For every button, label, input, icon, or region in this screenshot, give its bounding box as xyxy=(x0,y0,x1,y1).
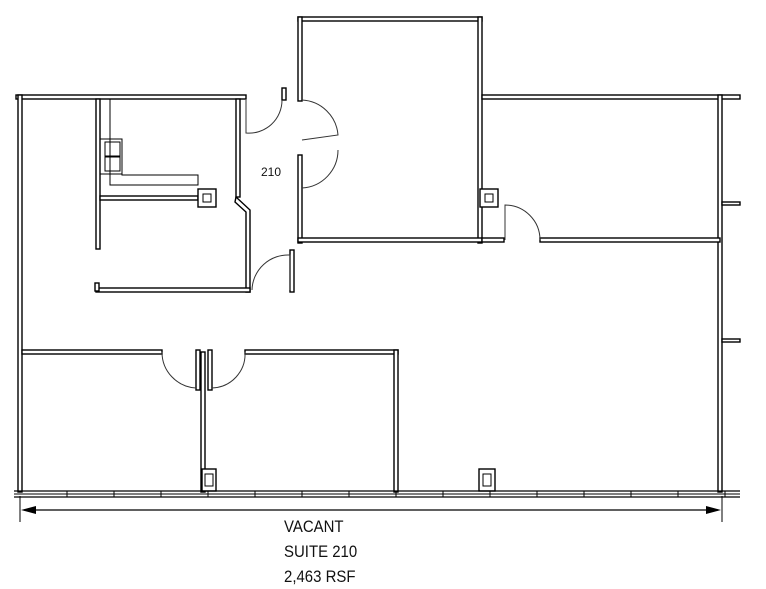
wall-stub xyxy=(195,349,201,391)
dimension-line xyxy=(19,496,723,522)
sink-basin xyxy=(104,156,121,172)
suite-number-label: SUITE 210 xyxy=(284,542,358,561)
door-swing xyxy=(504,204,541,241)
wall-entry-stub xyxy=(281,87,287,101)
status-label: VACANT xyxy=(284,517,344,536)
suite-label: VACANT SUITE 210 2,463 RSF xyxy=(284,514,357,589)
column xyxy=(479,188,499,208)
room-number-label: 210 xyxy=(261,165,282,179)
wall-central-room-left-upper xyxy=(297,16,303,102)
sink-basin xyxy=(104,141,121,157)
wall-stub xyxy=(721,201,741,206)
wall-central-room-bottom xyxy=(297,237,483,243)
wall-office-right xyxy=(393,349,399,493)
wall-stub xyxy=(94,282,100,292)
door-swing xyxy=(245,99,283,134)
wall-entry xyxy=(289,249,295,293)
wall-right-room-bottom xyxy=(539,237,721,243)
wall-kitchen-angled xyxy=(234,195,251,293)
wall-central-room-top xyxy=(297,16,483,22)
wall-right-room-bottom-left xyxy=(481,237,505,243)
wall-top-left xyxy=(15,94,247,100)
wall-kitchen-left xyxy=(95,98,101,250)
kitchen-counter xyxy=(109,99,199,186)
wall-office-top-left xyxy=(21,349,163,355)
wall-right xyxy=(717,94,723,493)
wall-kitchen-lower xyxy=(95,287,251,293)
wall-stub xyxy=(207,349,213,391)
wall-central-room-left-lower xyxy=(297,154,303,244)
window-wall xyxy=(14,490,740,498)
column xyxy=(201,468,217,492)
wall-office-top-right xyxy=(244,349,399,355)
column xyxy=(197,188,217,208)
wall-office-divider xyxy=(200,351,206,493)
sink-icon xyxy=(99,138,123,175)
wall-left-exterior xyxy=(17,94,23,493)
door-swing xyxy=(161,351,197,389)
door-swing xyxy=(211,351,246,389)
wall-central-room-right xyxy=(477,16,483,244)
area-label: 2,463 RSF xyxy=(284,567,356,586)
wall-kitchen-bottom xyxy=(99,195,199,201)
double-door-swing xyxy=(301,99,339,189)
wall-top-right xyxy=(481,94,741,100)
wall-kitchen-right xyxy=(235,98,241,198)
door-swing xyxy=(251,254,291,291)
wall-stub xyxy=(721,338,741,343)
column xyxy=(478,468,496,492)
